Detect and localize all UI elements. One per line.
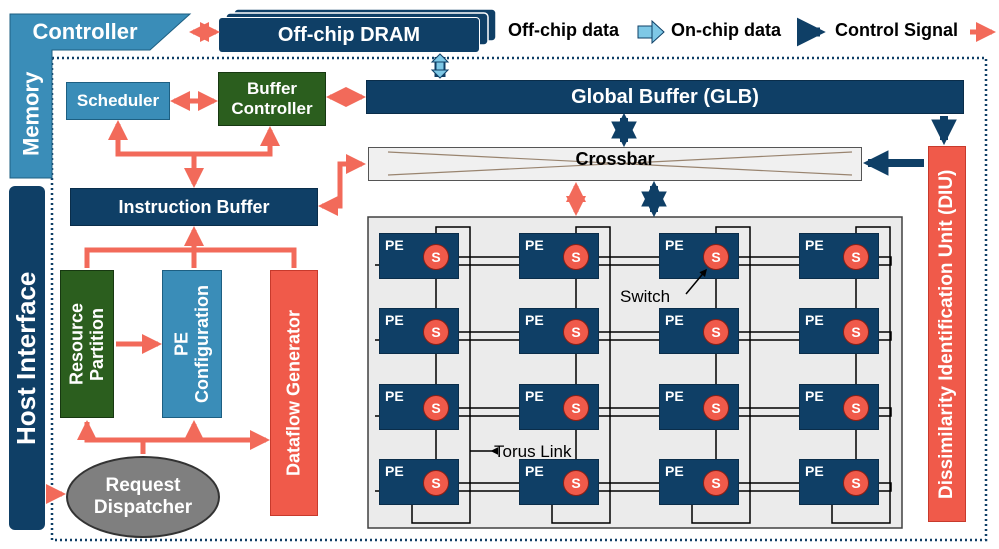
switch-label: S xyxy=(571,323,581,340)
pe-label: PE xyxy=(525,237,544,253)
pe-label: PE xyxy=(385,237,404,253)
legend-on-chip-label: On-chip data xyxy=(671,20,782,40)
pe-label: PE xyxy=(385,463,404,479)
pe-block: PE xyxy=(379,384,459,430)
switch-label: S xyxy=(851,474,861,491)
switch-label: S xyxy=(431,248,441,265)
pe-label: PE xyxy=(665,312,684,328)
scheduler-block: Scheduler xyxy=(66,82,170,120)
pe-label: PE xyxy=(525,312,544,328)
pe-label: PE xyxy=(525,388,544,404)
pe-label: PE xyxy=(805,237,824,253)
switch-node: S xyxy=(563,319,589,345)
switch-node: S xyxy=(703,319,729,345)
switch-node: S xyxy=(843,244,869,270)
switch-label: S xyxy=(851,248,861,265)
crossbar-block: Crossbar xyxy=(368,147,862,181)
switch-label: S xyxy=(851,399,861,416)
pe-label: PE xyxy=(805,388,824,404)
torus-col-wrap-2 xyxy=(551,226,611,524)
switch-label: S xyxy=(571,474,581,491)
global-buffer-block: Global Buffer (GLB) xyxy=(366,80,964,114)
memory-tab xyxy=(9,13,192,179)
switch-node: S xyxy=(563,395,589,421)
instruction-buffer-block: Instruction Buffer xyxy=(70,188,318,226)
pe-label: PE xyxy=(525,463,544,479)
switch-node: S xyxy=(423,319,449,345)
pe-label: PE xyxy=(385,312,404,328)
switch-node: S xyxy=(843,470,869,496)
legend-off-chip-label: Off-chip data xyxy=(508,20,619,40)
crossbar-label: Crossbar xyxy=(575,149,655,169)
switch-node: S xyxy=(843,395,869,421)
pe-label: PE xyxy=(385,388,404,404)
request-dispatcher-block: Request Dispatcher xyxy=(66,456,220,538)
torus-col-wrap-4 xyxy=(831,226,891,524)
pe-label: PE xyxy=(665,237,684,253)
off-chip-dram: Off-chip DRAM xyxy=(218,17,480,53)
switch-node: S xyxy=(703,395,729,421)
torus-link-note: Torus Link xyxy=(494,442,572,461)
switch-label: S xyxy=(431,323,441,340)
pe-label: PE xyxy=(805,463,824,479)
controller-label: Controller xyxy=(32,19,138,45)
switch-label: S xyxy=(711,474,721,491)
switch-label: S xyxy=(431,474,441,491)
pe-label: PE xyxy=(665,463,684,479)
switch-label: S xyxy=(431,399,441,416)
switch-node: S xyxy=(703,470,729,496)
switch-label: S xyxy=(571,248,581,265)
host-interface-tab xyxy=(9,186,45,530)
switch-node: S xyxy=(843,319,869,345)
chip-boundary xyxy=(50,56,988,542)
pe-block: PE xyxy=(519,459,599,505)
pe-block: PE xyxy=(379,308,459,354)
switch-label: S xyxy=(711,248,721,265)
switch-note: Switch xyxy=(620,287,671,306)
switch-label: S xyxy=(711,323,721,340)
switch-node: S xyxy=(423,470,449,496)
buffer-controller-block: Buffer Controller xyxy=(218,72,326,126)
pe-label: PE xyxy=(665,388,684,404)
switch-node: S xyxy=(423,244,449,270)
torus-col-wrap-3 xyxy=(691,226,751,524)
switch-node: S xyxy=(423,395,449,421)
switch-node: S xyxy=(703,244,729,270)
switch-label: S xyxy=(711,399,721,416)
switch-label: S xyxy=(851,323,861,340)
switch-node: S xyxy=(563,470,589,496)
switch-node: S xyxy=(563,244,589,270)
legend-control-label: Control Signal xyxy=(835,20,958,40)
switch-label: S xyxy=(571,399,581,416)
crossbar-line-2 xyxy=(387,151,853,176)
torus-col-wrap-1 xyxy=(411,226,471,524)
pe-label: PE xyxy=(805,312,824,328)
